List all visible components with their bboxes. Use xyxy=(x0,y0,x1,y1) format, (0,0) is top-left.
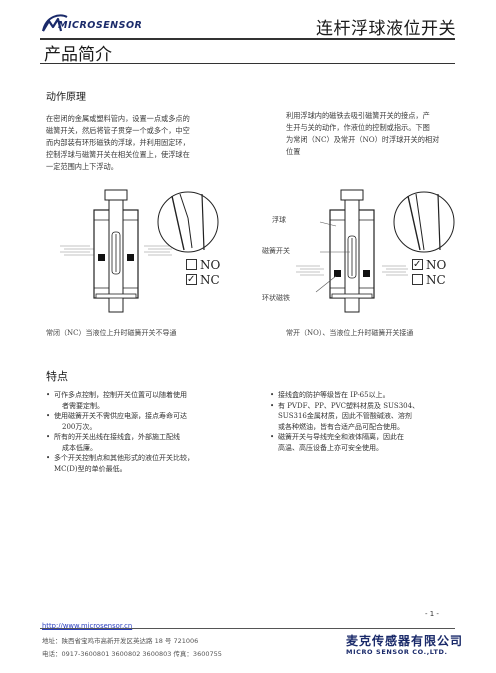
bullet-icon: • xyxy=(46,412,51,420)
footer-phone: 电话：0917-3600801 3600802 3600803 传真：36007… xyxy=(42,650,222,658)
no-checkbox-icon xyxy=(186,259,197,270)
website-link[interactable]: http://www.microsensor.cn xyxy=(42,622,133,630)
logo-wordmark: MICROSENSOR xyxy=(58,20,143,31)
bullet-icon: • xyxy=(46,433,51,441)
no-float-switch-diagram xyxy=(296,189,455,313)
no-checked-checkbox-icon xyxy=(412,257,423,272)
feature-item: • 可作多点控制，控制开关位置可以随着使用 者需要定制。 xyxy=(46,391,187,410)
nc-option: NC xyxy=(186,272,220,288)
features-right-list: • 接线盒的防护等级皆在 IP-65以上。 • 有 PVDF、PP、PVC塑料材… xyxy=(270,390,419,453)
company-name-cn: 麦克传感器有限公司 xyxy=(346,634,464,648)
principle-heading: 动作原理 xyxy=(46,92,86,103)
footer-address: 地址：陕西省宝鸡市高新开发区英达路 18 号 721006 xyxy=(42,637,199,645)
reed-switch-callout: 磁簧开关 xyxy=(262,247,290,255)
nc-diagram-caption: 常闭（NC）当液位上升时磁簧开关不导通 xyxy=(46,329,177,337)
bullet-icon: • xyxy=(46,391,51,399)
feature-item: • 使用磁簧开关不需供应电源，接点寿命可达 200万次。 xyxy=(46,412,187,431)
feature-item: • 多个开关控制点和其他形式的液位开关比较， MC(D)型的单价最低。 xyxy=(46,454,194,473)
company-name-en: MICRO SENSOR CO.,LTD. xyxy=(346,648,448,656)
bullet-icon: • xyxy=(46,454,51,462)
bullet-icon: • xyxy=(270,433,275,441)
feature-item: • 接线盒的防护等级皆在 IP-65以上。 xyxy=(270,391,390,399)
header-rule xyxy=(40,38,455,40)
document-title: 连杆浮球液位开关 xyxy=(316,19,456,39)
page-number: - 1 - xyxy=(425,610,439,618)
bullet-icon: • xyxy=(270,401,275,410)
no-diagram-state-legend: NO NC xyxy=(412,257,446,288)
nc-float-switch-diagram xyxy=(60,189,219,313)
no-option: NO xyxy=(412,257,446,273)
no-option: NO xyxy=(186,258,220,273)
float-callout: 浮球 xyxy=(272,216,286,224)
feature-item: • 有 PVDF、PP、PVC塑料材质及 SUS304、 SUS316金属材质，… xyxy=(270,401,420,431)
nc-checkbox-icon xyxy=(412,274,423,285)
feature-item: • 所有的开关出线在接线盒，外部施工配线 成本低廉。 xyxy=(46,433,180,452)
section-rule xyxy=(40,63,455,64)
nc-diagram-state-legend: NO NC xyxy=(186,258,220,288)
principle-left-paragraph: 在密闭的金属或塑料管内，设置一点或多点的 磁簧开关，然后将管子贯穿一个或多个，中… xyxy=(46,114,190,171)
features-left-list: • 可作多点控制，控制开关位置可以随着使用 者需要定制。 • 使用磁簧开关不需供… xyxy=(46,390,194,474)
features-heading: 特点 xyxy=(46,370,68,383)
principle-right-paragraph: 利用浮球内的磁铁去吸引磁簧开关的接点，产 生开与关的动作，作液位的控制或指示。下… xyxy=(286,111,440,156)
feature-item: • 磁簧开关与导线完全和液体隔离，因此在 高温、高压设备上亦可安全使用。 xyxy=(270,433,404,452)
company-logo-icon xyxy=(42,14,68,32)
bullet-icon: • xyxy=(270,391,275,399)
section-title: 产品简介 xyxy=(44,45,112,65)
ring-magnet-callout: 环状磁铁 xyxy=(262,294,290,302)
no-diagram-caption: 常开（NO）、当液位上升时磁簧开关接通 xyxy=(286,329,414,337)
nc-checked-checkbox-icon xyxy=(186,272,197,287)
nc-option: NC xyxy=(412,273,446,288)
footer-rule xyxy=(40,628,455,629)
